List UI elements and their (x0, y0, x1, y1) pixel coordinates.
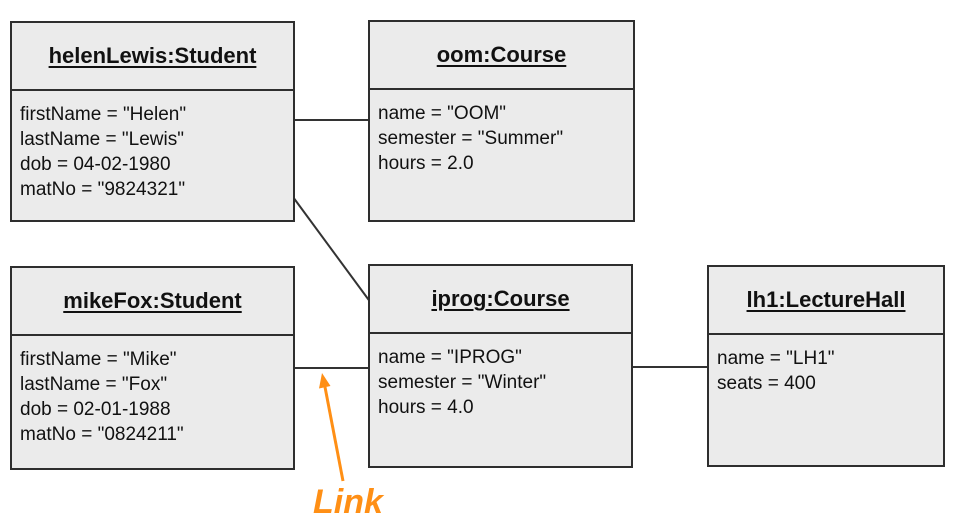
object-attributes: name = "LH1" seats = 400 (709, 335, 943, 396)
link-helenlewis-iprog (292, 196, 372, 304)
attribute-line: hours = 4.0 (378, 397, 474, 418)
object-title: oom:Course (370, 22, 633, 90)
attribute-line: firstName = "Helen" (20, 104, 187, 125)
attribute-line: matNo = "0824211" (20, 424, 184, 445)
object-helenlewis-student: helenLewis:Student firstName = "Helen" l… (10, 21, 295, 222)
attribute-line: semester = "Winter" (378, 372, 547, 393)
object-attributes: name = "OOM" semester = "Summer" hours =… (370, 90, 633, 176)
object-mikefox-student: mikeFox:Student firstName = "Mike" lastN… (10, 266, 295, 470)
attribute-line: lastName = "Lewis" (20, 129, 184, 150)
object-iprog-course: iprog:Course name = "IPROG" semester = "… (368, 264, 633, 468)
object-attributes: firstName = "Helen" lastName = "Lewis" d… (12, 91, 293, 202)
object-title: lh1:LectureHall (709, 267, 943, 335)
annotation-link-label: Link (313, 483, 383, 521)
attribute-line: firstName = "Mike" (20, 349, 177, 370)
attribute-line: semester = "Summer" (378, 128, 564, 149)
object-title: mikeFox:Student (12, 268, 293, 336)
object-attributes: firstName = "Mike" lastName = "Fox" dob … (12, 336, 293, 447)
object-lh1-lecturehall: lh1:LectureHall name = "LH1" seats = 400 (707, 265, 945, 467)
object-title: iprog:Course (370, 266, 631, 334)
annotation-arrow-line (323, 386, 345, 482)
attribute-line: name = "IPROG" (378, 347, 522, 368)
object-title: helenLewis:Student (12, 23, 293, 91)
attribute-line: lastName = "Fox" (20, 374, 168, 395)
attribute-line: name = "LH1" (717, 348, 835, 369)
attribute-line: seats = 400 (717, 373, 816, 394)
attribute-line: hours = 2.0 (378, 153, 474, 174)
object-attributes: name = "IPROG" semester = "Winter" hours… (370, 334, 631, 420)
attribute-line: dob = 02-01-1988 (20, 399, 171, 420)
attribute-line: name = "OOM" (378, 103, 507, 124)
attribute-line: dob = 04-02-1980 (20, 154, 171, 175)
attribute-line: matNo = "9824321" (20, 179, 186, 200)
annotation-arrow-head (319, 373, 331, 389)
object-oom-course: oom:Course name = "OOM" semester = "Summ… (368, 20, 635, 222)
